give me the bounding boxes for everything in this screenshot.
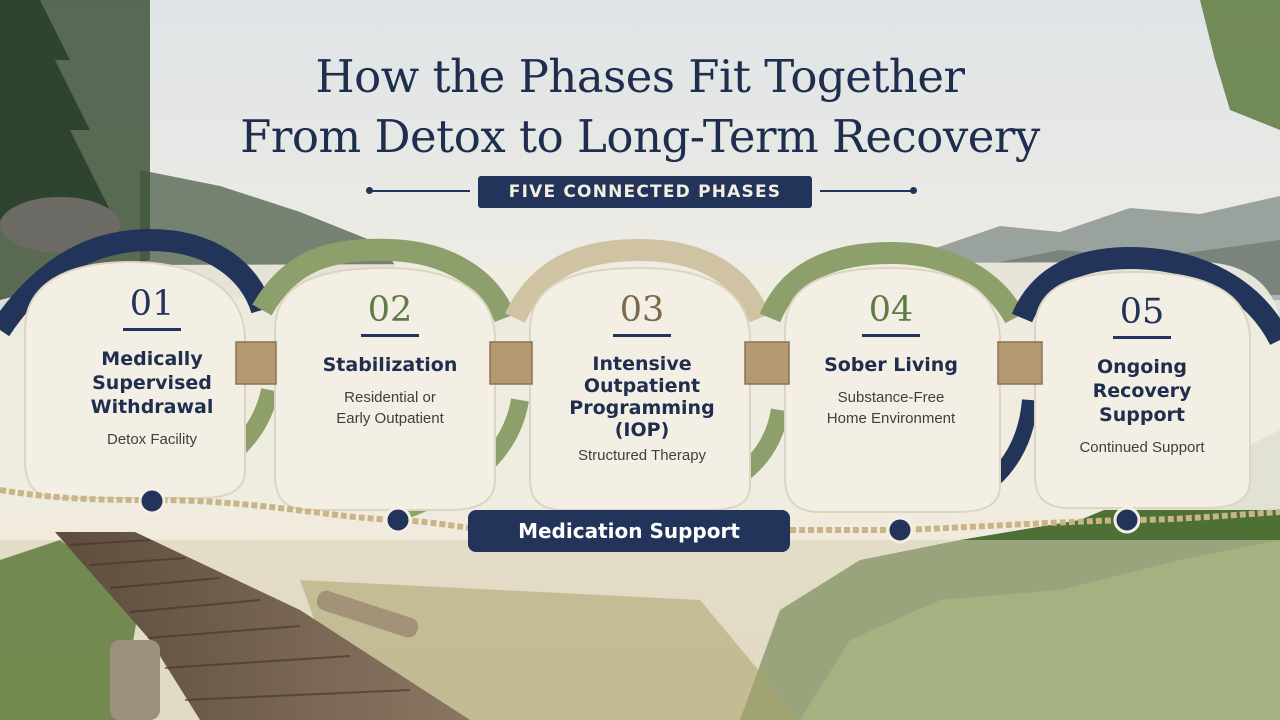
phase-number-underline: [862, 334, 920, 337]
card-shape-3: [529, 266, 751, 511]
phase-subtitle: Detox Facility: [106, 431, 198, 448]
phase-card-5: 05 Ongoing Recovery Support Continued Su…: [1032, 292, 1252, 458]
phase-title: Stabilization: [322, 354, 458, 376]
band-navy-right: [1011, 246, 1280, 346]
page-title-line-2: From Detox to Long-Term Recovery: [240, 110, 1040, 163]
phase-number: 02: [367, 290, 413, 330]
phase-number: 01: [129, 284, 175, 324]
card-shape-5: [1034, 270, 1251, 509]
banner-rule-right: [820, 190, 915, 192]
wood-connector-1: [235, 341, 277, 385]
phase-title: Sober Living: [824, 354, 958, 376]
phase-subtitle: Residential or Early Outpatient: [336, 389, 444, 427]
banner-dot-right: [910, 187, 917, 194]
phase-number-underline: [1113, 336, 1171, 339]
wood-connector-2: [489, 341, 533, 385]
phase-number-underline: [123, 328, 181, 331]
rope-knot-1: [138, 487, 166, 515]
band-sage-4: [759, 241, 1025, 324]
phase-title: Ongoing Recovery Support: [1092, 356, 1192, 426]
phase-card-3: 03 Intensive Outpatient Programming (IOP…: [532, 290, 752, 466]
page-title-line-1: How the Phases Fit Together: [315, 50, 965, 103]
rope-knot-4: [886, 516, 914, 544]
wood-connector-4: [997, 341, 1043, 385]
phase-title: Medically Supervised Withdrawal: [90, 348, 214, 418]
rope-line: [0, 487, 1280, 533]
wood-connector-3: [744, 341, 790, 385]
phase-number: 03: [619, 290, 665, 330]
band-sage-2: [252, 238, 516, 323]
medication-support-banner: Medication Support: [468, 510, 790, 552]
rope-knot-2: [384, 506, 412, 534]
phases-banner: FIVE CONNECTED PHASES: [478, 176, 812, 208]
band-navy-left: [0, 228, 273, 337]
banner-rule-left: [370, 190, 470, 192]
phase-subtitle: Continued Support: [1079, 439, 1205, 456]
phase-title: Intensive Outpatient Programming (IOP): [569, 353, 715, 441]
phase-card-2: 02 Stabilization Residential or Early Ou…: [280, 290, 500, 429]
phase-subtitle: Substance-Free Home Environment: [826, 389, 956, 427]
phase-number: 05: [1119, 292, 1165, 332]
rope-knot-5: [1113, 506, 1141, 534]
banner-dot-left: [366, 187, 373, 194]
phase-card-1: 01 Medically Supervised Withdrawal Detox…: [42, 284, 262, 450]
phase-number-underline: [613, 334, 671, 337]
phase-number: 04: [868, 290, 914, 330]
phase-card-4: 04 Sober Living Substance-Free Home Envi…: [781, 290, 1001, 429]
band-tan-3: [505, 238, 771, 323]
phase-subtitle: Structured Therapy: [577, 447, 707, 464]
card-shape-4: [784, 266, 1001, 513]
phase-number-underline: [361, 334, 419, 337]
